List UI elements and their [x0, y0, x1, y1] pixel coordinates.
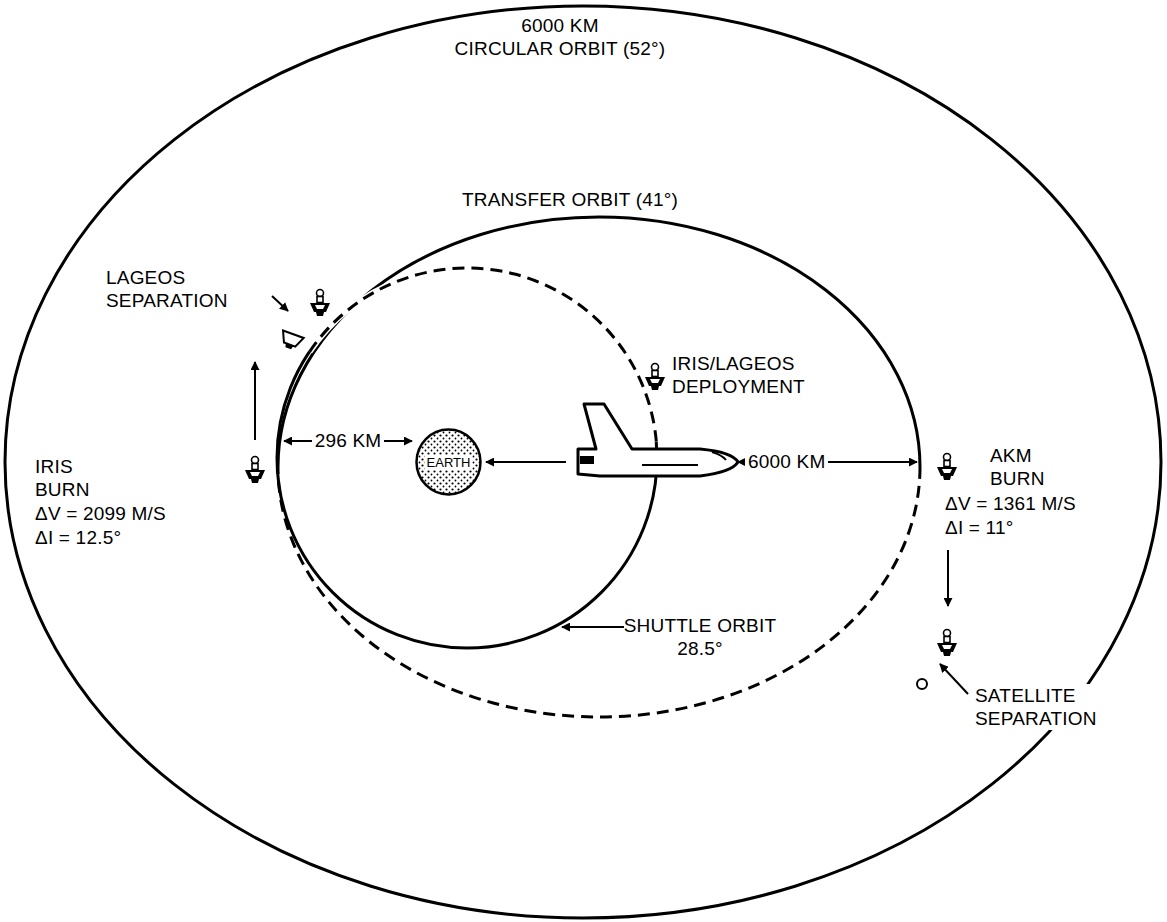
delta-i-value: ΔI = 11°: [945, 516, 1014, 539]
lageos-satellite: [310, 290, 330, 317]
dimension-label: 296 KM: [312, 429, 385, 452]
leader-arrow: [940, 664, 968, 694]
circular-orbit: [5, 6, 1161, 918]
leader-arrow: [272, 296, 288, 311]
burn-label: IRIS BURN: [35, 455, 90, 501]
delta-v-value: ΔV = 2099 M/S: [35, 502, 166, 525]
dimension-label: 6000 KM: [745, 450, 828, 473]
iris-stage: [278, 330, 304, 352]
node-label: EARTH: [425, 455, 473, 470]
transfer-orbit-coast: [278, 467, 920, 717]
burn-label: AKM BURN: [990, 444, 1045, 490]
delta-i-value: ΔI = 12.5°: [35, 526, 121, 549]
event-label: LAGEOS SEPARATION: [106, 266, 228, 312]
motion-arrow: [254, 362, 256, 440]
leader-arrow: [562, 626, 624, 628]
separated-satellite: [917, 679, 927, 689]
orbit-label: TRANSFER ORBIT (41°): [462, 188, 678, 211]
direction-arrow: [486, 461, 566, 463]
orbit-label: SHUTTLE ORBIT 28.5°: [624, 614, 777, 660]
event-label: SATELLITE SEPARATION: [972, 684, 1100, 730]
iris-burn-satellite: [245, 457, 265, 484]
shuttle-orbiter: [578, 404, 738, 476]
motion-arrow: [947, 550, 949, 606]
event-label: IRIS/LAGEOS DEPLOYMENT: [672, 352, 805, 398]
separated-stage: [937, 630, 957, 657]
delta-v-value: ΔV = 1361 M/S: [945, 492, 1076, 515]
earth-circle: EARTH: [415, 428, 482, 496]
akm-satellite: [937, 454, 957, 481]
deployed-satellite: [645, 364, 665, 391]
orbit-label: 6000 KM CIRCULAR ORBIT (52°): [455, 14, 666, 60]
